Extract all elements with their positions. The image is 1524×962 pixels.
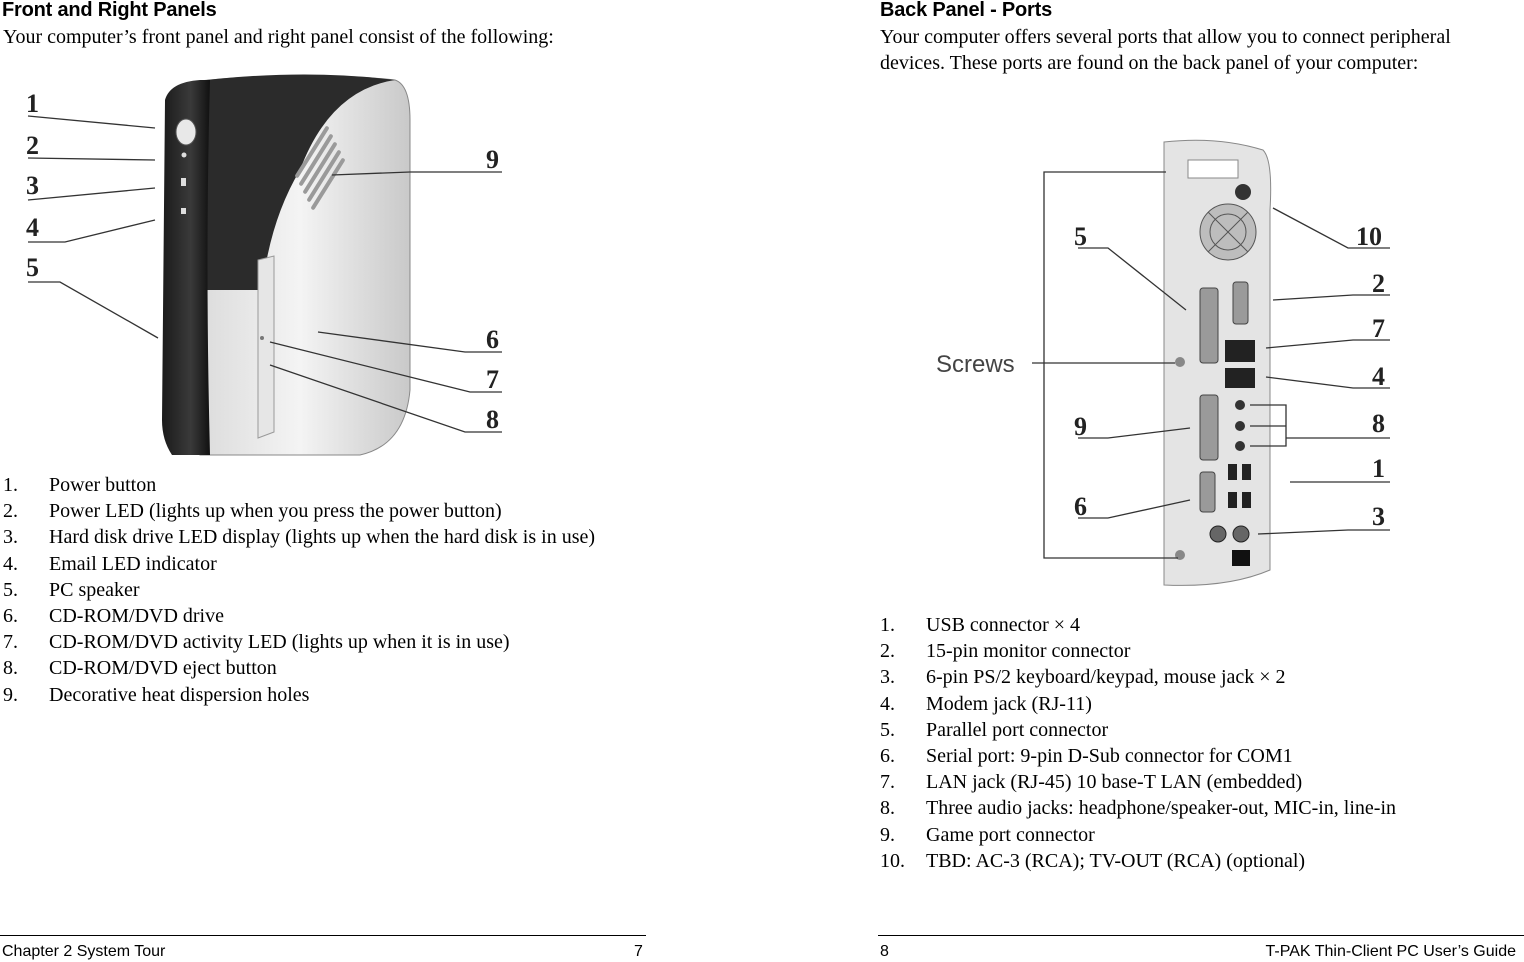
list-item: 9.Game port connector — [880, 823, 1095, 846]
list-item: 6.CD-ROM/DVD drive — [3, 605, 224, 628]
section-title-back-panel-ports: Back Panel - Ports — [880, 0, 1053, 21]
list-item: 4.Email LED indicator — [3, 552, 217, 575]
back-panel-list: 1.USB connector × 4 2.15-pin monitor con… — [880, 612, 1510, 874]
left-page: Front and Right Panels Your computer’s f… — [0, 0, 650, 962]
list-item: 8.Three audio jacks: headphone/speaker-o… — [880, 797, 1396, 820]
callout-10: 10 — [1356, 222, 1382, 251]
back-panel-figure: Screws 5 9 6 10 2 7 4 8 1 3 — [936, 139, 1390, 586]
callout-3: 3 — [26, 171, 39, 200]
footer-book-title: T-PAK Thin-Client PC User’s Guide — [1265, 943, 1516, 960]
power-button-shape — [175, 118, 197, 146]
intro-paragraph: Your computer’s front panel and right pa… — [3, 26, 554, 48]
pc-case-top-swoosh — [190, 74, 395, 290]
callout-1: 1 — [1372, 454, 1385, 483]
list-item: 3.6-pin PS/2 keyboard/keypad, mouse jack… — [880, 666, 1286, 689]
footer-rule — [878, 935, 1524, 936]
callout-9: 9 — [1074, 412, 1087, 441]
footer-page-number: 7 — [634, 943, 643, 960]
callout-1: 1 — [26, 89, 39, 118]
list-item: 2.Power LED (lights up when you press th… — [3, 500, 502, 523]
screws-label: Screws — [936, 351, 1015, 378]
list-item: 10.TBD: AC-3 (RCA); TV-OUT (RCA) (option… — [880, 849, 1306, 872]
list-item: 3.Hard disk drive LED display (lights up… — [3, 526, 596, 549]
callout-7: 7 — [1372, 314, 1385, 343]
list-item: 8.CD-ROM/DVD eject button — [3, 657, 277, 680]
callout-4: 4 — [26, 213, 39, 242]
section-title-front-right-panels: Front and Right Panels — [2, 0, 217, 21]
callout-3: 3 — [1372, 502, 1385, 531]
callout-2: 2 — [1372, 269, 1385, 298]
cd-rom-drive-shape — [257, 255, 275, 439]
footer-page-number: 8 — [880, 943, 889, 960]
callout-2: 2 — [26, 131, 39, 160]
list-item: 9.Decorative heat dispersion holes — [3, 683, 310, 706]
list-item: 4.Modem jack (RJ-11) — [880, 692, 1092, 715]
callout-5: 5 — [26, 253, 39, 282]
front-panel-list: 1.Power button 2.Power LED (lights up wh… — [3, 472, 633, 708]
callout-4: 4 — [1372, 362, 1385, 391]
callout-6: 6 — [1074, 492, 1087, 521]
callout-9: 9 — [486, 145, 499, 174]
front-panel-figure: 1 2 3 4 5 6 7 8 9 — [26, 74, 502, 456]
list-item: 6.Serial port: 9-pin D-Sub connector for… — [880, 745, 1293, 768]
intro-paragraph: Your computer offers several ports that … — [880, 26, 1451, 74]
heat-vent-holes — [295, 126, 345, 210]
callout-5: 5 — [1074, 222, 1087, 251]
callout-8: 8 — [486, 405, 499, 434]
pc-front-bezel — [162, 80, 210, 455]
list-item: 5.Parallel port connector — [880, 718, 1109, 741]
right-page: Back Panel - Ports Your computer offers … — [878, 0, 1524, 962]
list-item: 2.15-pin monitor connector — [880, 640, 1131, 663]
footer-chapter: Chapter 2 System Tour — [2, 943, 166, 960]
callout-7: 7 — [486, 365, 499, 394]
list-item: 7.LAN jack (RJ-45) 10 base-T LAN (embedd… — [880, 771, 1303, 794]
callout-6: 6 — [486, 325, 499, 354]
footer-rule — [0, 935, 646, 936]
callout-8: 8 — [1372, 409, 1385, 438]
list-item: 5.PC speaker — [3, 578, 140, 601]
list-item: 7.CD-ROM/DVD activity LED (lights up whe… — [3, 631, 510, 654]
list-item: 1.Power button — [3, 474, 157, 496]
list-item: 1.USB connector × 4 — [880, 614, 1081, 636]
